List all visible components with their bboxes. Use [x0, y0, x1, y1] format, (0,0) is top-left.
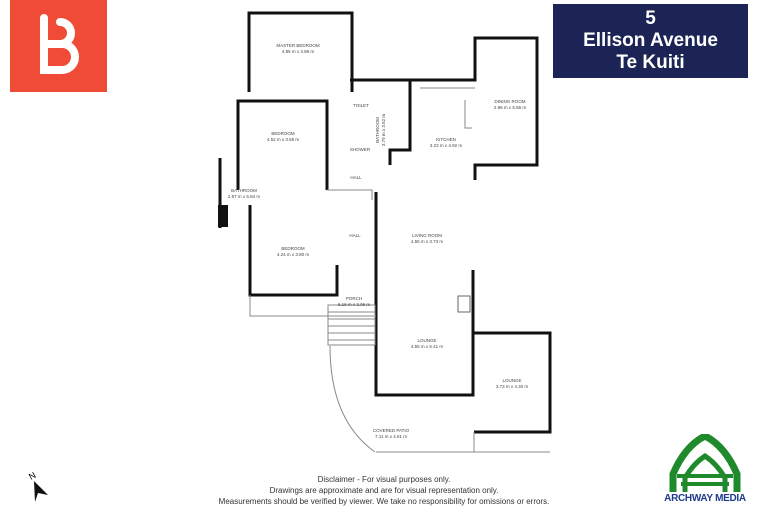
compass: N — [26, 467, 50, 508]
wall-dark-block — [218, 205, 228, 227]
archway-media-name: ARCHWAY MEDIA — [664, 493, 746, 504]
disclaimer: Disclaimer - For visual purposes only. D… — [0, 474, 768, 507]
kitchen-bench — [420, 87, 475, 129]
disclaimer-line: Disclaimer - For visual purposes only. — [317, 475, 451, 484]
room-toilet: TOILET — [353, 103, 369, 108]
room-hall-2: HALL — [349, 233, 361, 238]
address-street: Ellison Avenue — [583, 30, 718, 51]
stairs — [327, 304, 376, 346]
north-arrow-icon — [34, 481, 48, 502]
archway-media-logo — [669, 434, 741, 492]
room-shower: SHOWER — [349, 147, 371, 152]
address-number: 5 — [645, 8, 656, 29]
disclaimer-line: Measurements should be verified by viewe… — [218, 497, 550, 506]
wall-kitchen-dining — [410, 36, 539, 180]
hall-wall — [327, 189, 373, 200]
disclaimer-line: Drawings are approximate and are for vis… — [269, 486, 499, 495]
porch-outline — [249, 295, 376, 317]
patio-edge — [376, 432, 550, 453]
brand-logo — [10, 0, 107, 92]
wall-living — [374, 192, 475, 397]
wall-bedroom2 — [248, 205, 339, 297]
patio-arc — [329, 345, 376, 453]
wall-lounge2 — [474, 331, 552, 434]
wall-bedroom — [236, 99, 329, 190]
address-town: Te Kuiti — [616, 52, 685, 73]
fireplace — [457, 295, 471, 313]
room-hall-1: HALL — [350, 175, 362, 180]
wall-master-bedroom — [247, 11, 354, 92]
wall-bath-block — [350, 78, 412, 165]
address-title: 5 Ellison Avenue Te Kuiti — [553, 4, 748, 78]
